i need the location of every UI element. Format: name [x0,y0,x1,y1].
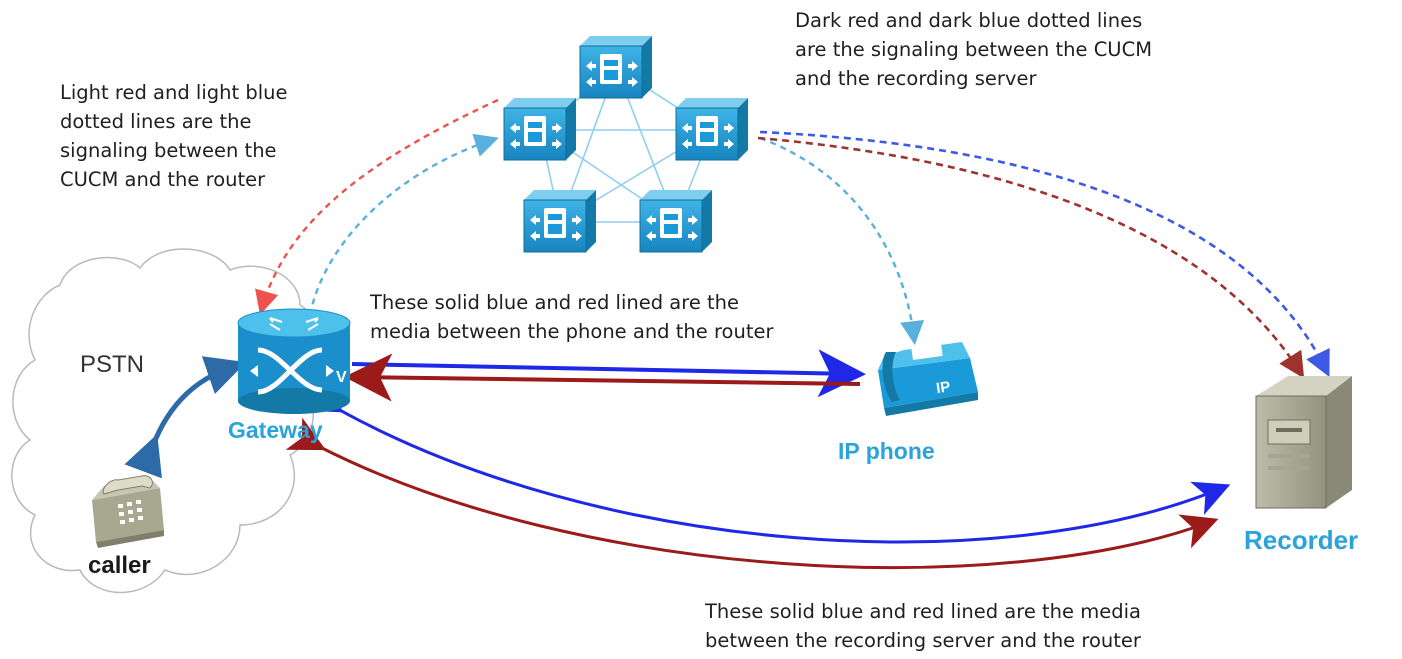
cucm-server-icon [503,97,577,161]
phone-badge: IP [935,378,951,397]
cucm-server-icon [579,35,653,99]
recorder-label: Recorder [1244,525,1358,555]
media-red-phone-line [344,353,861,402]
ip-phone-label: IP phone [838,438,935,464]
cucm-server-icon [639,189,713,253]
phone-media-note: These solid blue and red lined are the m… [370,291,774,343]
ip-phone-icon: IP [878,342,978,416]
gateway-router-icon: V [237,308,351,414]
media-red-recorder-line [285,417,1219,570]
dark-lines-note: Dark red and dark blue dotted lines are … [795,9,1153,90]
caller-gateway-arrow [124,356,247,479]
recorder-server-icon [1255,376,1352,509]
caller-label: caller [88,552,151,579]
light-red-signal-line [255,98,499,315]
pstn-label: PSTN [80,351,144,378]
cucm-cluster [503,35,749,253]
caller-phone-icon [92,475,164,548]
dark-blue-signal-line [759,130,1330,378]
media-blue-phone-line [351,349,866,398]
dark-red-signal-line [757,136,1305,379]
router-badge: V [336,369,347,386]
recorder-media-note: These solid blue and red lined are the m… [705,600,1141,652]
cucm-server-icon [675,97,749,161]
light-blue-phone-signal-line [759,136,924,346]
cucm-server-icon [523,189,597,253]
media-blue-recorder-line [303,379,1231,544]
light-lines-note: Light red and light blue dotted lines ar… [60,81,288,191]
gateway-label: Gateway [228,417,323,443]
light-blue-signal-line [308,133,499,316]
